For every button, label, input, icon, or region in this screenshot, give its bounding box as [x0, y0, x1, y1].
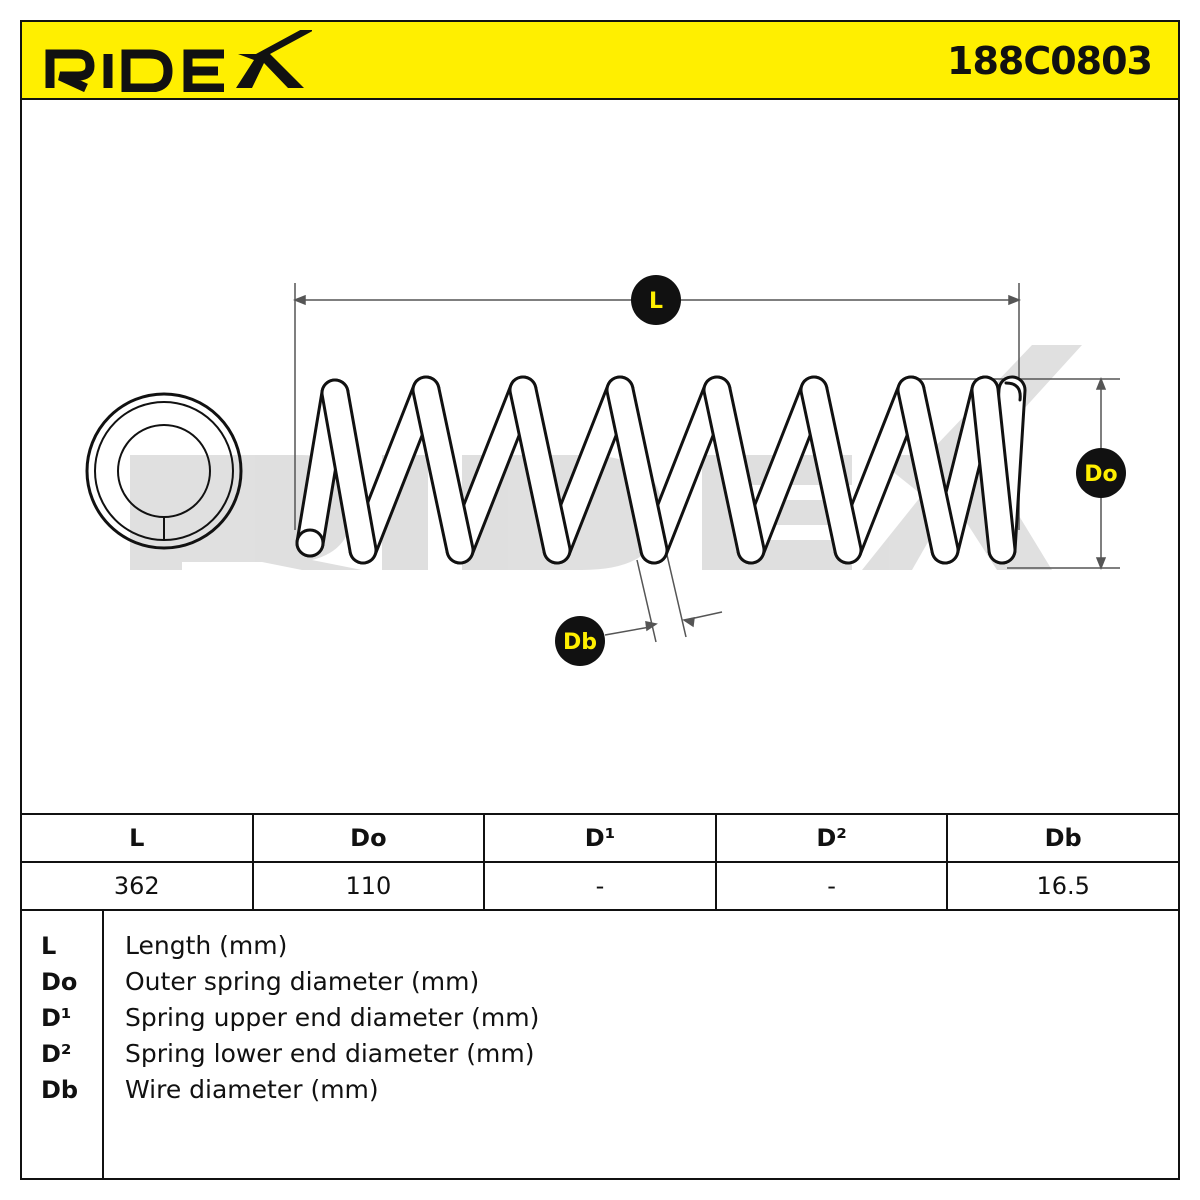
header-bar: 188C0803: [22, 22, 1178, 100]
header-cell: D²: [714, 813, 949, 863]
table-header-row: L Do D¹ D² Db: [20, 813, 1180, 863]
outer-diameter-badge: [1076, 448, 1126, 498]
value-cell: 110: [251, 861, 486, 911]
legend-description: Outer spring diameter (mm): [125, 967, 480, 996]
spring-drawing: L Do Db: [85, 275, 1126, 666]
legend-divider: [102, 910, 104, 1178]
legend-description: Spring upper end diameter (mm): [125, 1003, 540, 1032]
header-cell: Db: [946, 813, 1180, 863]
legend-description: Wire diameter (mm): [125, 1075, 379, 1104]
value-cell: 16.5: [946, 861, 1180, 911]
value-cell: 362: [20, 861, 254, 911]
legend-key: D²: [41, 1040, 72, 1068]
wire-diameter-dimension: [604, 554, 723, 643]
legend-key: L: [41, 932, 57, 960]
spring-end-view: [85, 392, 243, 550]
legend-description: Length (mm): [125, 931, 288, 960]
table-row: 362 110 - - 16.5: [20, 861, 1180, 911]
outer-diameter-label: Do: [1084, 462, 1117, 487]
legend-key: D¹: [41, 1004, 72, 1032]
legend-key: Do: [41, 968, 78, 996]
header-cell: Do: [251, 813, 486, 863]
wire-diameter-label: Db: [563, 630, 597, 655]
legend-item: Do Outer spring diameter (mm): [22, 964, 1178, 1000]
length-badge: [631, 275, 681, 325]
ridex-logo: [45, 30, 312, 92]
legend-item: L Length (mm): [22, 928, 1178, 964]
legend-item: D² Spring lower end diameter (mm): [22, 1036, 1178, 1072]
header-cell: D¹: [483, 813, 717, 863]
legend: L Length (mm) Do Outer spring diameter (…: [20, 910, 1180, 1180]
legend-key: Db: [41, 1076, 79, 1104]
coil-spring: [295, 375, 1027, 565]
legend-description: Spring lower end diameter (mm): [125, 1039, 535, 1068]
wire-diameter-badge: [555, 616, 605, 666]
length-label: L: [649, 289, 663, 314]
value-cell: -: [714, 861, 949, 911]
value-cell: -: [483, 861, 717, 911]
spring-diagram: L Do Db: [22, 100, 1178, 813]
header-cell: L: [20, 813, 254, 863]
part-number: 188C0803: [947, 39, 1153, 83]
legend-item: Db Wire diameter (mm): [22, 1072, 1178, 1108]
dimension-table: L Do D¹ D² Db 362 110 - - 16.5: [20, 813, 1180, 911]
legend-item: D¹ Spring upper end diameter (mm): [22, 1000, 1178, 1036]
